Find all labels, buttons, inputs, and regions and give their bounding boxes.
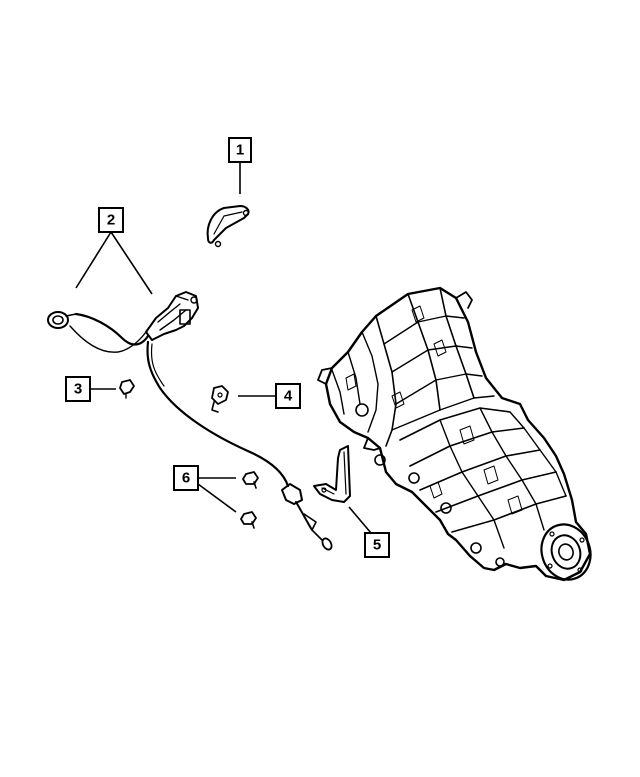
callout-4-label: 4: [284, 388, 293, 405]
callout-1[interactable]: 1: [228, 137, 252, 163]
part-6-bolts: [240, 471, 259, 529]
callout-1-label: 1: [236, 142, 244, 159]
callout-5[interactable]: 5: [364, 532, 390, 558]
callout-6[interactable]: 6: [173, 465, 199, 491]
leader-2b: [110, 231, 153, 295]
leader-5: [348, 506, 372, 534]
part-1-clip: [206, 205, 250, 248]
callout-3[interactable]: 3: [65, 376, 91, 402]
callout-2[interactable]: 2: [98, 207, 124, 233]
leader-6b: [197, 483, 237, 513]
callout-6-label: 6: [182, 470, 190, 487]
callout-5-label: 5: [373, 537, 381, 554]
transmission-assembly: [317, 286, 592, 582]
callout-2-label: 2: [107, 212, 115, 229]
part-3-clip: [119, 379, 135, 399]
leader-2a: [75, 231, 112, 289]
part-5-bracket: [313, 445, 351, 503]
callout-4[interactable]: 4: [275, 383, 301, 409]
part-4-clip: [211, 385, 229, 413]
callout-3-label: 3: [74, 381, 82, 398]
part-2-shift-cable: [47, 291, 333, 551]
